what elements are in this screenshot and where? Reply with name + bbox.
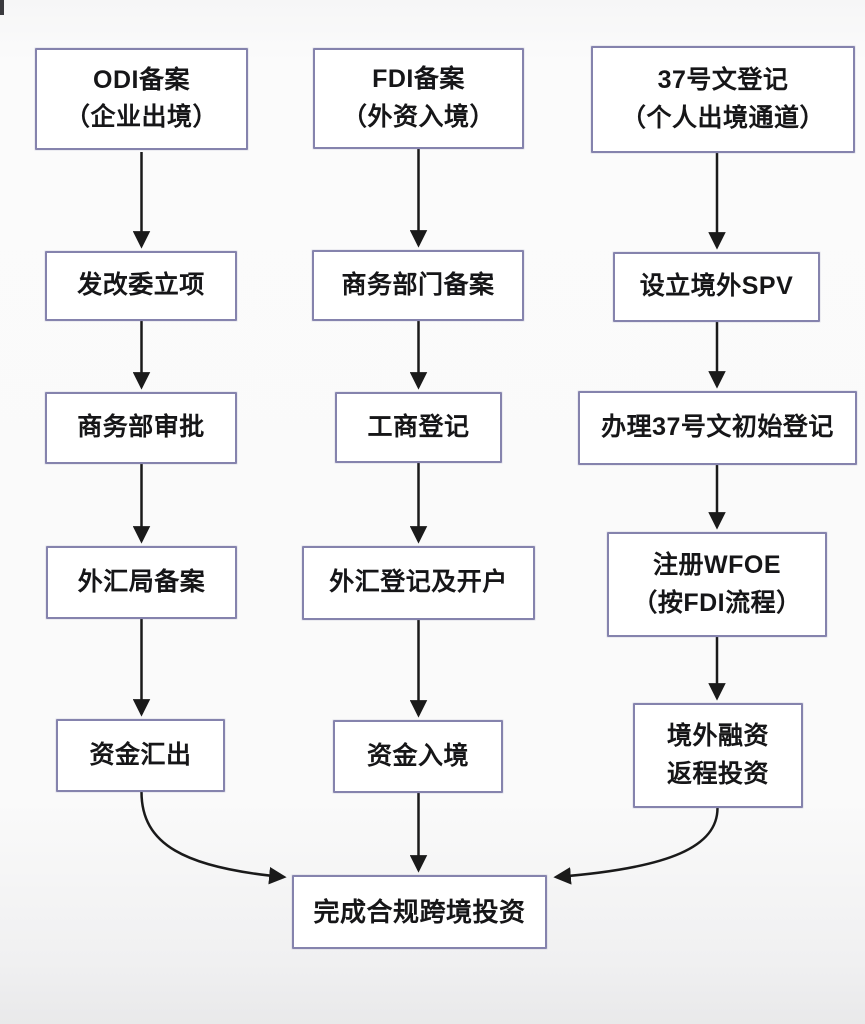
node-circular37-registration: 37号文登记 （个人出境通道）: [591, 46, 855, 153]
node-label-line: 37号文登记: [657, 66, 789, 94]
node-label-line: 工商登记: [367, 412, 470, 441]
screen-corner-artifact: [0, 0, 4, 15]
node-circular37-initial-registration: 办理37号文初始登记: [578, 391, 857, 465]
node-label-line: 设立境外SPV: [639, 272, 794, 301]
node-label-line: 注册WFOE: [653, 551, 781, 579]
node-offshore-financing-roundtrip: 境外融资 返程投资: [633, 703, 803, 808]
node-wfoe-registration: 注册WFOE （按FDI流程）: [607, 532, 827, 637]
node-label-line: 商务部审批: [77, 413, 205, 442]
node-label-line: 外汇局备案: [77, 567, 206, 596]
node-label-line: （个人出境通道）: [620, 103, 825, 132]
node-label-line: （外资入境）: [341, 102, 495, 131]
node-ndrc-project-approval: 发改委立项: [45, 251, 237, 321]
node-label-line: FDI备案: [372, 65, 465, 93]
node-funds-inbound: 资金入境: [333, 720, 503, 793]
node-label-line: 返程投资: [666, 759, 769, 788]
node-safe-filing: 外汇局备案: [46, 546, 237, 619]
node-final-compliant-crossborder-investment: 完成合规跨境投资: [292, 875, 547, 949]
node-label-line: 完成合规跨境投资: [313, 896, 526, 927]
node-label-line: 商务部门备案: [341, 270, 495, 299]
node-business-registration: 工商登记: [335, 392, 502, 463]
node-odi-filing: ODI备案 （企业出境）: [35, 48, 248, 150]
node-commerce-dept-filing: 商务部门备案: [312, 250, 524, 321]
node-label-line: 资金入境: [366, 741, 469, 770]
arrow-c37-to-final: [553, 807, 719, 885]
node-mofcom-approval: 商务部审批: [45, 392, 237, 464]
node-forex-registration-account: 外汇登记及开户: [302, 546, 535, 620]
node-funds-outbound: 资金汇出: [56, 719, 225, 792]
node-label-line: 外汇登记及开户: [329, 568, 508, 597]
node-label-line: 办理37号文初始登记: [601, 413, 834, 442]
node-label-line: （按FDI流程）: [632, 588, 802, 617]
node-label-line: 资金汇出: [89, 740, 192, 769]
node-fdi-filing: FDI备案 （外资入境）: [313, 48, 524, 149]
node-label-line: （企业出境）: [64, 103, 218, 131]
node-label-line: 境外融资: [666, 722, 769, 750]
node-offshore-spv-setup: 设立境外SPV: [613, 252, 820, 322]
node-label-line: ODI备案: [93, 65, 190, 94]
node-label-line: 发改委立项: [77, 271, 205, 300]
arrow-odi-to-final: [140, 791, 287, 885]
